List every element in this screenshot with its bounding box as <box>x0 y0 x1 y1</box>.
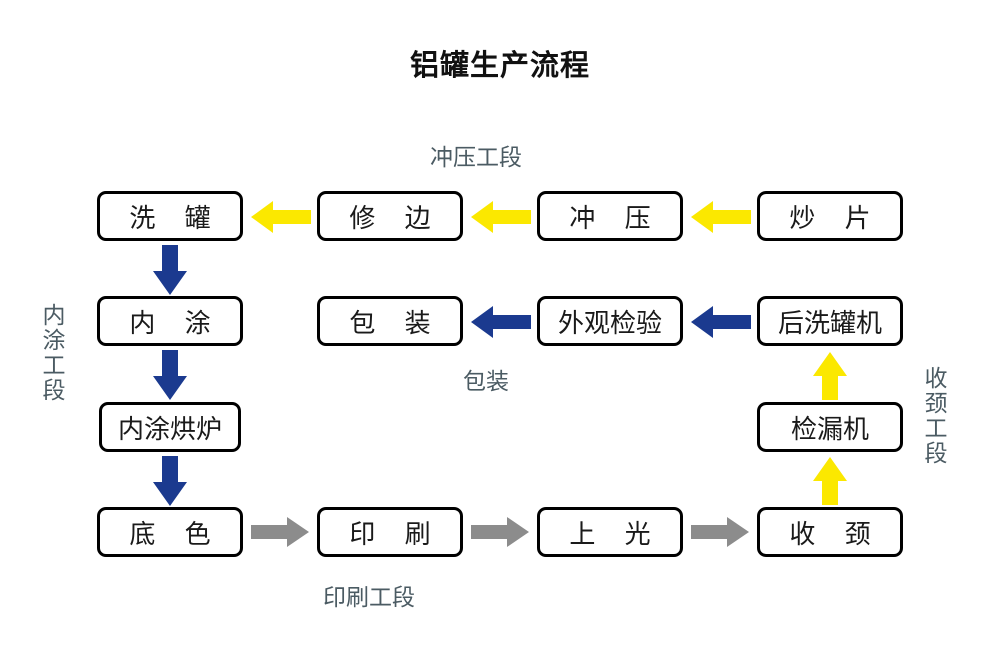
section-label-necking: 收颈工段 <box>921 366 947 466</box>
node-wash-can[interactable]: 洗 罐 <box>97 191 243 241</box>
arrow-necking-to-leak-tester <box>810 457 850 505</box>
node-inner-coating[interactable]: 内 涂 <box>97 296 243 346</box>
page-title: 铝罐生产流程 <box>409 50 590 82</box>
node-inner-coating-oven[interactable]: 内涂烘炉 <box>99 402 241 452</box>
arrow-trim-to-wash-can <box>251 199 311 235</box>
arrow-inspection-to-packaging <box>471 304 531 340</box>
arrow-oven-to-base-coat <box>150 456 190 506</box>
arrow-blank-feed-to-stamping <box>691 199 751 235</box>
node-base-coat[interactable]: 底 色 <box>97 507 243 557</box>
section-label-packing: 包装 <box>463 368 509 394</box>
arrow-stamping-to-trim <box>471 199 531 235</box>
section-label-inner-coating: 内涂工段 <box>39 303 65 403</box>
node-trim[interactable]: 修 边 <box>317 191 463 241</box>
arrow-post-washer-to-inspection <box>691 304 751 340</box>
arrow-leak-tester-to-post-washer <box>810 352 850 400</box>
arrow-printing-to-varnish <box>471 516 529 548</box>
arrow-wash-can-to-inner-coating <box>150 245 190 295</box>
arrow-base-coat-to-printing <box>251 516 309 548</box>
node-appearance-inspection[interactable]: 外观检验 <box>537 296 683 346</box>
node-post-washer[interactable]: 后洗罐机 <box>757 296 903 346</box>
node-packaging[interactable]: 包 装 <box>317 296 463 346</box>
section-label-printing: 印刷工段 <box>323 584 415 610</box>
node-leak-tester[interactable]: 检漏机 <box>757 402 903 452</box>
arrow-varnish-to-necking <box>691 516 749 548</box>
arrow-inner-coating-to-oven <box>150 350 190 400</box>
node-blank-feed[interactable]: 炒 片 <box>757 191 903 241</box>
node-stamping[interactable]: 冲 压 <box>537 191 683 241</box>
section-label-stamping: 冲压工段 <box>430 144 522 170</box>
node-varnish[interactable]: 上 光 <box>537 507 683 557</box>
node-necking[interactable]: 收 颈 <box>757 507 903 557</box>
node-printing[interactable]: 印 刷 <box>317 507 463 557</box>
